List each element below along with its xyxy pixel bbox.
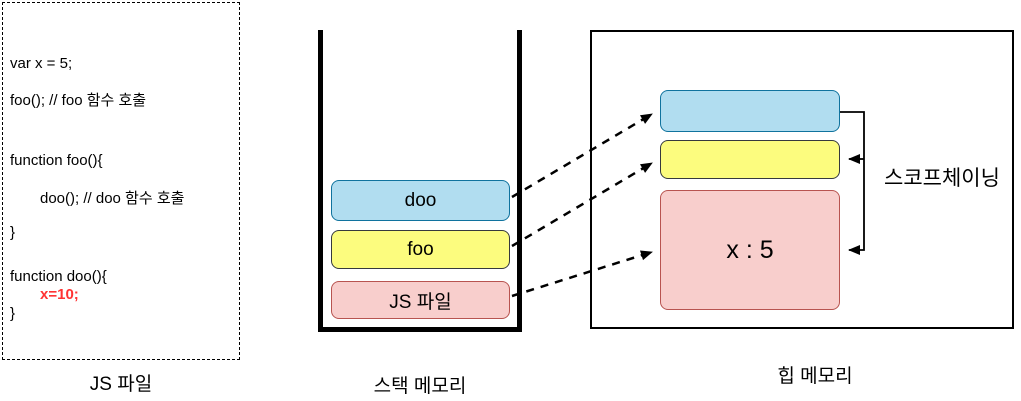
heap-memory-caption: 힙 메모리 (777, 366, 853, 387)
stack-frame-foo: foo (331, 230, 510, 269)
code-line: function doo(){ (10, 268, 107, 285)
stack-frame-doo: doo (331, 180, 510, 221)
stack-frame-js-file: JS 파일 (331, 281, 510, 319)
code-line: } (10, 305, 16, 322)
heap-object-doo-scope (660, 90, 840, 132)
code-line: function foo(){ (10, 152, 103, 169)
code-line: var x = 5; (10, 55, 73, 72)
code-line: doo(); // doo 함수 호출 (40, 190, 185, 207)
heap-object-global-scope: x : 5 (660, 190, 840, 310)
heap-object-foo-scope (660, 140, 840, 179)
code-line: } (10, 224, 16, 241)
stack-memory-caption: 스택 메모리 (373, 376, 467, 397)
js-file-code-panel: var x = 5; foo(); // foo 함수 호출 function … (2, 2, 240, 360)
js-file-caption: JS 파일 (89, 374, 153, 395)
code-line: foo(); // foo 함수 호출 (10, 92, 147, 109)
code-line-highlighted-assignment: x=10; (40, 286, 79, 303)
scope-chaining-label: 스코프체이닝 (884, 167, 1000, 190)
